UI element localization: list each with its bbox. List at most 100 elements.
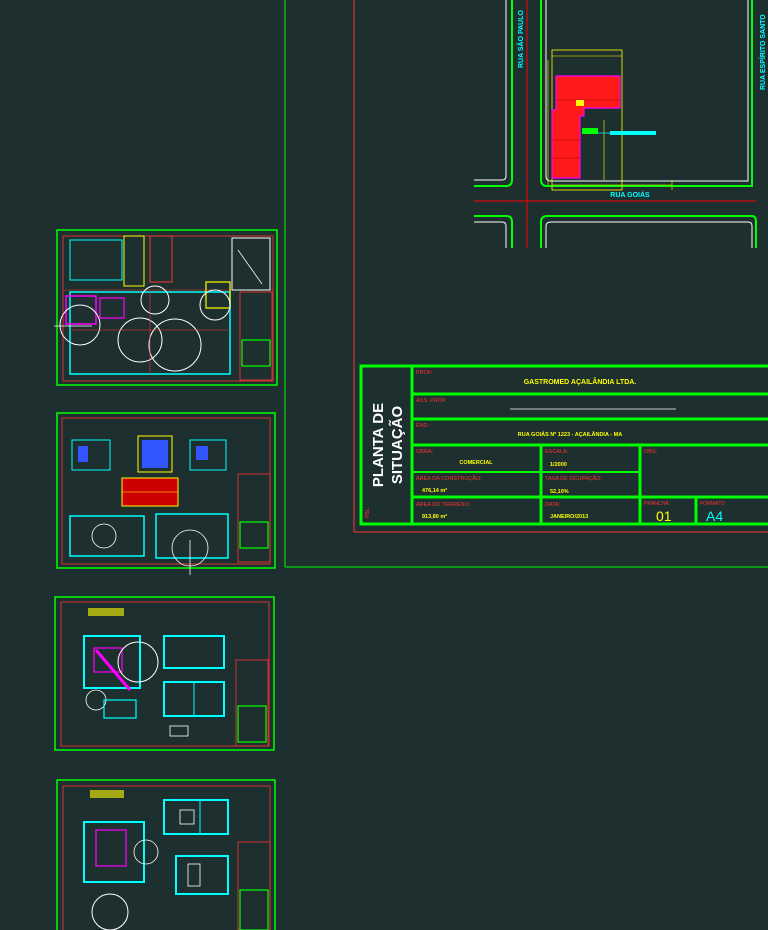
sheet-4-stamp xyxy=(239,889,269,930)
plan-outline xyxy=(83,821,145,883)
site-marker xyxy=(582,128,598,134)
sheet-3-stamp xyxy=(237,705,267,743)
taxa-label: TAXA DE OCUPAÇÃO: xyxy=(545,475,602,482)
stair-line xyxy=(237,249,263,285)
door-swing xyxy=(117,641,159,683)
elevation-window xyxy=(179,809,195,825)
door-swing xyxy=(199,289,231,321)
vertical-title-line-2: SITUAÇÃO xyxy=(388,406,406,485)
vertical-title-line-1: PLANTA DE xyxy=(370,403,387,487)
sheet-4-frame xyxy=(56,779,276,930)
plan-fragment xyxy=(123,235,145,287)
plan-fragment xyxy=(149,235,173,283)
main-sheet xyxy=(284,0,768,568)
plan-fragment xyxy=(231,237,271,291)
sheet-2-frame xyxy=(56,412,276,569)
room-outline xyxy=(93,647,123,673)
elevation-window xyxy=(78,446,88,462)
area-const-value: 476,14 m² xyxy=(422,487,447,494)
block-sw-green xyxy=(474,215,513,248)
elevation-window xyxy=(196,446,208,460)
thumbnail-sheet-1[interactable] xyxy=(54,229,278,386)
elevation xyxy=(137,435,173,473)
elevation-glazing xyxy=(142,440,168,468)
door-swing xyxy=(91,893,129,930)
block-ne-white xyxy=(545,0,749,182)
formato-label: FORMATO: xyxy=(700,501,726,507)
section-plan xyxy=(69,515,145,557)
block-sw-white xyxy=(474,221,507,248)
sheet-4-title-block xyxy=(237,841,271,930)
door-swing xyxy=(140,285,170,315)
thumbnail-sheet-2[interactable] xyxy=(56,412,276,575)
elevation-door xyxy=(187,863,201,887)
end-value: RUA GOIÁS Nº 1223 - AÇAILÂNDIA - MA xyxy=(518,431,622,438)
room-outline xyxy=(95,829,127,867)
area-const-label: ÁREA DA CONSTRUÇÃO: xyxy=(416,475,482,482)
block-se-white xyxy=(545,221,753,248)
door-swing xyxy=(85,689,107,711)
side-label: PBL xyxy=(365,508,371,518)
room-outline xyxy=(65,295,97,325)
sheet-3-frame xyxy=(54,596,275,751)
end-label: END.: xyxy=(416,423,431,429)
door-swing xyxy=(133,839,159,865)
area-terreno-value: 913,80 m² xyxy=(422,513,447,520)
room-outline xyxy=(205,281,231,309)
title-block-frame xyxy=(359,364,768,526)
section-plan xyxy=(155,513,229,559)
obs-label: OBS: xyxy=(644,449,658,455)
block-nw-green xyxy=(474,0,513,187)
door-swing xyxy=(117,317,163,363)
formato-value: A4 xyxy=(706,508,723,524)
sheet-2-title-block xyxy=(237,473,271,563)
site-marker xyxy=(576,100,584,106)
room-outline xyxy=(99,297,125,319)
block-se-green xyxy=(540,215,757,248)
door-swing xyxy=(148,318,202,372)
sheet-4-label xyxy=(90,790,124,798)
sheet-2-stamp xyxy=(239,521,269,549)
block-nw-white xyxy=(474,0,507,181)
door-swing xyxy=(91,523,117,549)
street-label-sao-paulo: RUA SÃO PAULO xyxy=(516,10,525,69)
plan-outline xyxy=(83,635,141,689)
elevation xyxy=(163,799,229,835)
resp-label: ASS. PROP. xyxy=(416,398,447,404)
escala-value: 1/2000 xyxy=(550,462,567,468)
data-label: DATA: xyxy=(545,502,561,508)
sheet-1-title-block xyxy=(239,291,273,381)
sheet-1-stamp xyxy=(241,339,271,367)
plan-fragment xyxy=(69,239,123,281)
title-block: PLANTA DE SITUAÇÃO PBL PROP. GASTROMED A… xyxy=(359,364,768,526)
thumbnail-sheet-3[interactable] xyxy=(54,596,275,751)
sheet-4-inner-frame xyxy=(62,785,271,930)
door-swing xyxy=(59,304,101,346)
data-value: JANEIRO/2013 xyxy=(550,514,588,520)
elevation xyxy=(163,635,225,669)
prancha-value: 01 xyxy=(656,508,672,524)
prop-value: GASTROMED AÇAILÂNDIA LTDA. xyxy=(524,377,637,386)
detail-box xyxy=(169,725,189,737)
sheet-3-inner-frame xyxy=(60,601,270,747)
diagonal-element xyxy=(94,649,132,691)
elevation xyxy=(189,439,227,471)
sheet-3-title-block xyxy=(235,659,269,747)
sheet-1-frame xyxy=(56,229,278,386)
street-label-espirito-santo: RUA ESPÍRITO SANTO xyxy=(758,14,767,90)
area-terreno-label: ÁREA DO TERRENO: xyxy=(416,501,471,508)
annotation-text-block xyxy=(610,131,656,135)
obra-value: COMERCIAL xyxy=(459,460,493,466)
prancha-label: PRANCHA: xyxy=(644,501,670,507)
block-ne-green xyxy=(540,0,753,187)
escala-label: ESCALA: xyxy=(545,449,569,455)
prop-label: PROP. xyxy=(416,370,433,376)
elevation xyxy=(175,855,229,895)
thumbnail-sheet-4[interactable] xyxy=(56,779,276,930)
room-outline xyxy=(103,699,137,719)
street-label-goias: RUA GOIÁS xyxy=(610,190,650,199)
site-plan: RUA SÃO PAULO RUA GOIÁS RUA ESPÍRITO SAN… xyxy=(474,0,767,248)
obra-label: OBRA: xyxy=(416,449,434,455)
elevation xyxy=(71,439,111,471)
